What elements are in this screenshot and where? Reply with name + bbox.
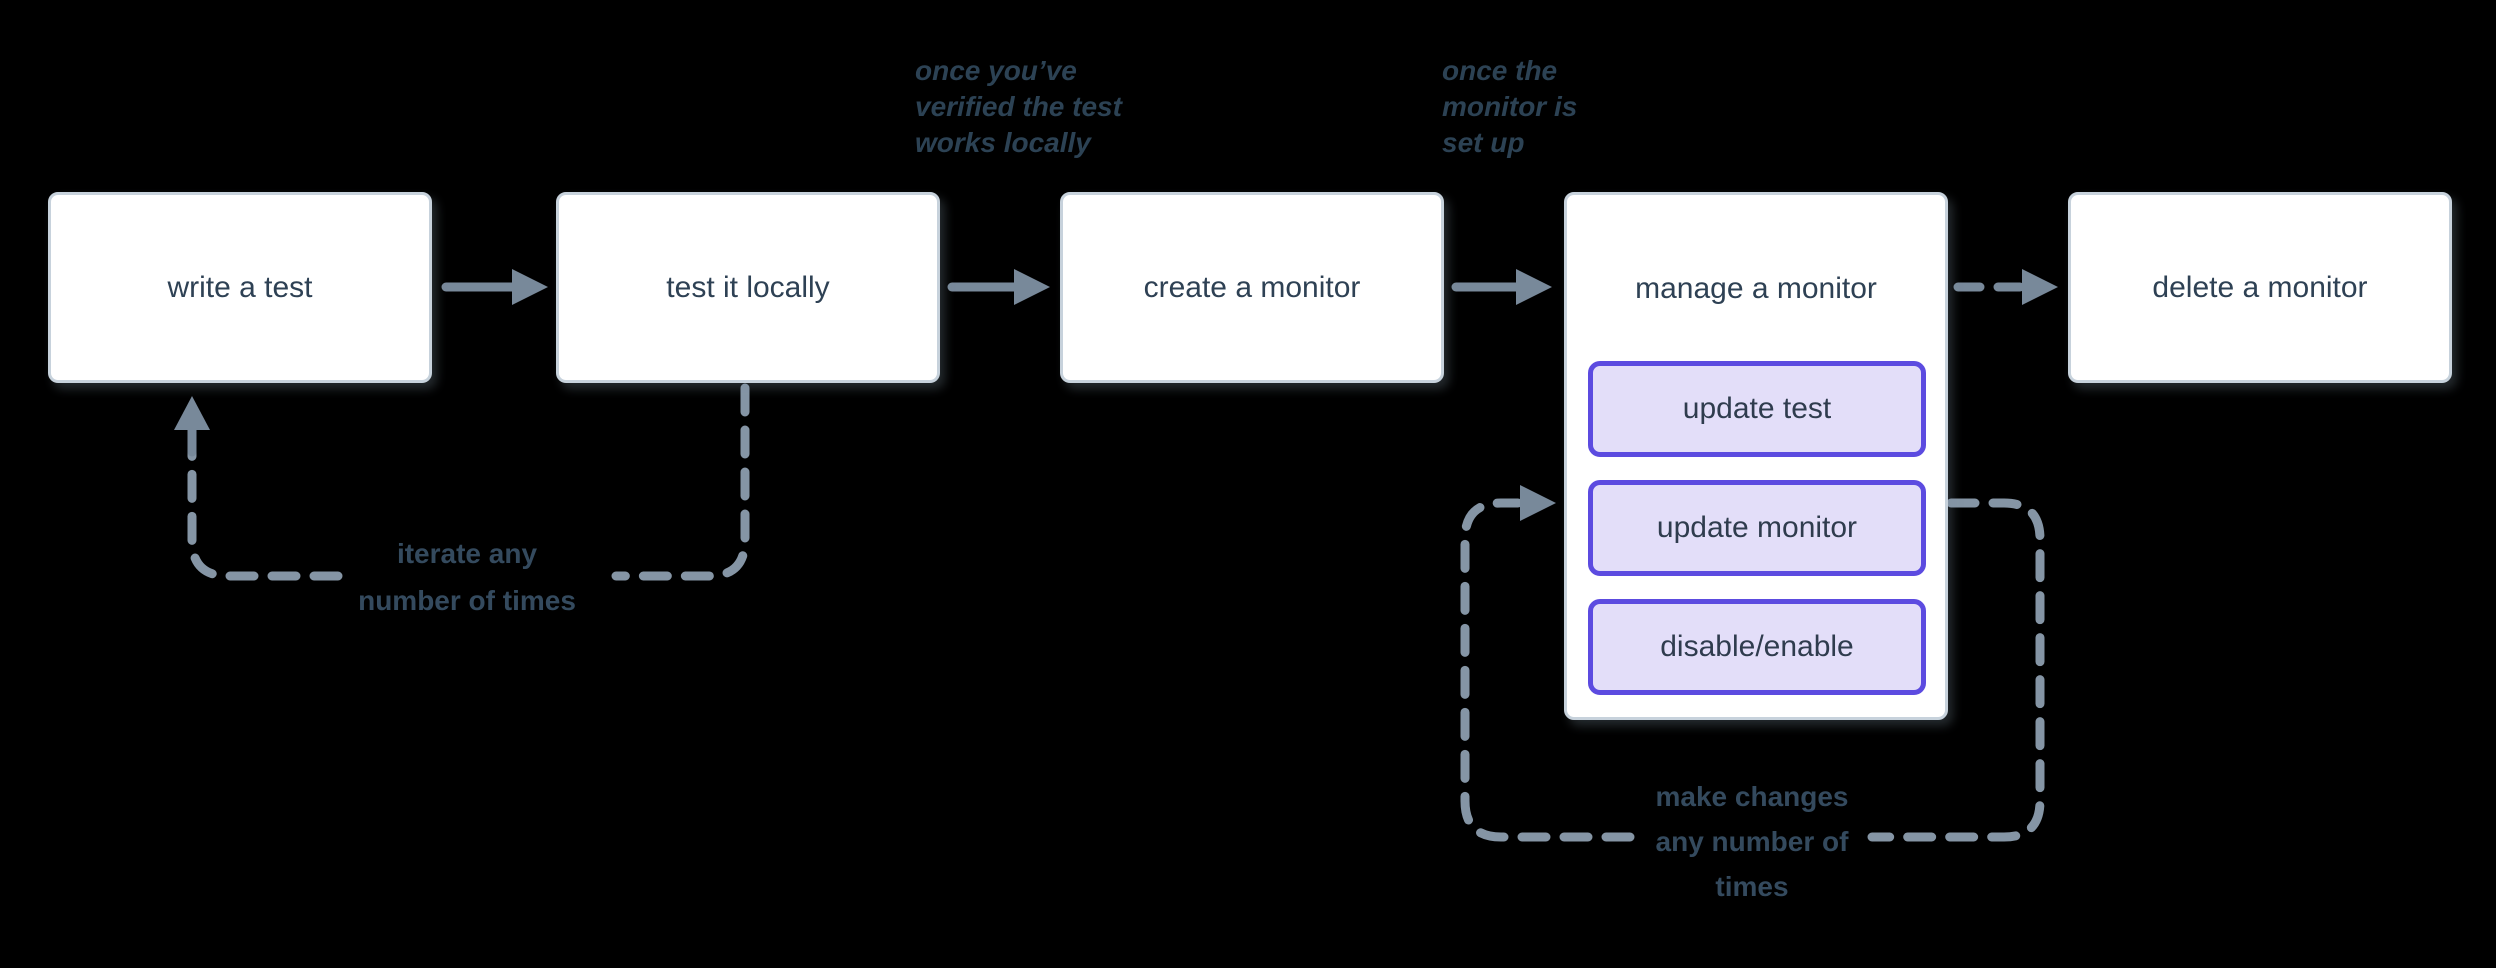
sub-action-disable-enable: disable/enable — [1588, 599, 1926, 695]
sub-action-label: update test — [1682, 392, 1832, 425]
sub-action-update-test: update test — [1588, 361, 1926, 457]
node-label: create a monitor — [1143, 270, 1361, 304]
sub-action-label: update monitor — [1656, 511, 1858, 544]
arrow-manage-to-delete — [1953, 269, 2058, 305]
node-label: manage a monitor — [1635, 272, 1877, 305]
sub-action-label: disable/enable — [1660, 630, 1854, 663]
arrow-test-to-create — [947, 269, 1050, 305]
loop-label-line: make changes — [1655, 781, 1849, 812]
label-iterate-loop: iterate any number of times — [267, 530, 667, 624]
node-write-a-test: write a test — [48, 192, 432, 383]
annotation-monitor-set-up: once the monitor is set up — [1442, 53, 1577, 161]
annotation-line: once the — [1442, 55, 1558, 86]
loop-label-line: any number of — [1655, 826, 1849, 857]
sub-action-update-monitor: update monitor — [1588, 480, 1926, 576]
node-delete-a-monitor: delete a monitor — [2068, 192, 2452, 383]
loop-label-line: times — [1715, 871, 1789, 902]
manage-monitor-title: manage a monitor — [1567, 195, 1945, 383]
annotation-line: works locally — [915, 127, 1091, 158]
annotation-line: once you’ve — [915, 55, 1077, 86]
loop-label-line: iterate any — [396, 538, 538, 569]
node-manage-a-monitor: manage a monitor update test update moni… — [1564, 192, 1948, 720]
node-label: test it locally — [666, 270, 830, 304]
annotation-line: verified the test — [915, 91, 1122, 122]
arrow-create-to-manage — [1451, 269, 1552, 305]
arrow-write-to-test — [441, 269, 548, 305]
annotation-line: monitor is — [1442, 91, 1578, 122]
annotation-line: set up — [1442, 127, 1525, 158]
node-create-a-monitor: create a monitor — [1060, 192, 1444, 383]
node-label: write a test — [167, 270, 313, 304]
loop-label-line: number of times — [358, 585, 576, 616]
label-make-changes-loop: make changes any number of times — [1552, 774, 1952, 909]
node-test-it-locally: test it locally — [556, 192, 940, 383]
annotation-verified-locally: once you’ve verified the test works loca… — [915, 53, 1122, 161]
node-label: delete a monitor — [2152, 270, 2368, 304]
